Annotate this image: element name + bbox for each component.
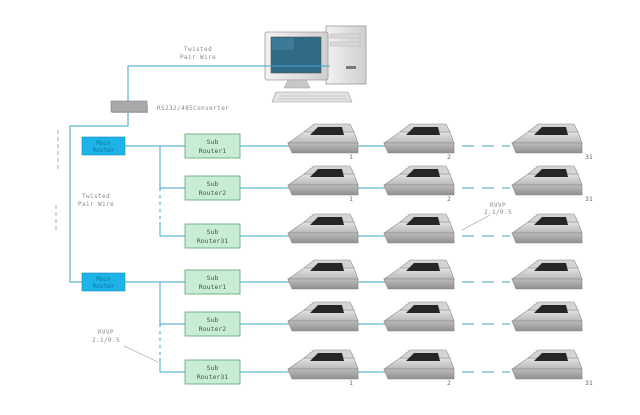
sub-router-label: Router2 [199, 325, 226, 333]
sub-router-label: Sub [207, 364, 219, 372]
sub-router-label: Router1 [199, 283, 226, 291]
cable-label-left-2: 2.1/0.5 [92, 337, 120, 344]
twisted-pair-label-top-1: Twisted [184, 46, 212, 53]
sub-router-label: Sub [207, 138, 219, 146]
sub-router-label: Sub [207, 228, 219, 236]
device-number: 1 [349, 379, 353, 387]
terminal-device [511, 259, 583, 290]
twisted-pair-label-top-2: Pair Wire [180, 54, 216, 61]
device-number: 2 [447, 153, 451, 161]
terminal-device [511, 123, 583, 154]
device-number: 31 [585, 379, 593, 387]
cable-label-right-1: RVVP [490, 202, 506, 209]
main-router-label: Main [96, 276, 111, 283]
terminal-device [511, 349, 583, 380]
main-router-label: Router [93, 283, 115, 290]
terminal-device [287, 301, 359, 332]
twisted-pair-label-left-1: Twisted [82, 193, 110, 200]
terminal-device [511, 301, 583, 332]
sub-router-label: Router2 [199, 189, 226, 197]
device-number: 1 [349, 153, 353, 161]
terminal-device [511, 165, 583, 196]
sub-router-label: Sub [207, 274, 219, 282]
cable-label-right-2: 2.1/0.5 [484, 209, 512, 216]
main-router-label: Main [96, 140, 111, 147]
terminal-device [383, 123, 455, 154]
terminal-device [287, 123, 359, 154]
sub-router-label: Sub [207, 316, 219, 324]
twisted-pair-label-left-2: Pair Wire [78, 201, 114, 208]
terminal-device [287, 213, 359, 244]
terminal-device [383, 213, 455, 244]
device-number: 31 [585, 195, 593, 203]
terminal-device [287, 165, 359, 196]
terminal-device [383, 349, 455, 380]
device-number: 2 [447, 195, 451, 203]
device-number: 2 [447, 379, 451, 387]
computer-icon [264, 25, 367, 103]
terminal-device [287, 259, 359, 290]
sub-router-label: Router31 [197, 237, 228, 245]
terminal-device [287, 349, 359, 380]
rs485-converter [110, 100, 148, 113]
main-router-label: Router [93, 147, 115, 154]
terminal-device [383, 259, 455, 290]
terminal-device [383, 165, 455, 196]
sub-router-label: Router31 [197, 373, 228, 381]
sub-router-label: Router1 [199, 147, 226, 155]
device-number: 31 [585, 153, 593, 161]
terminal-device [383, 301, 455, 332]
converter-label: RS232/485Converter [157, 105, 229, 112]
sub-router-label: Sub [207, 180, 219, 188]
cable-label-left-1: RVVP [98, 329, 114, 336]
device-number: 1 [349, 195, 353, 203]
terminal-device [511, 213, 583, 244]
